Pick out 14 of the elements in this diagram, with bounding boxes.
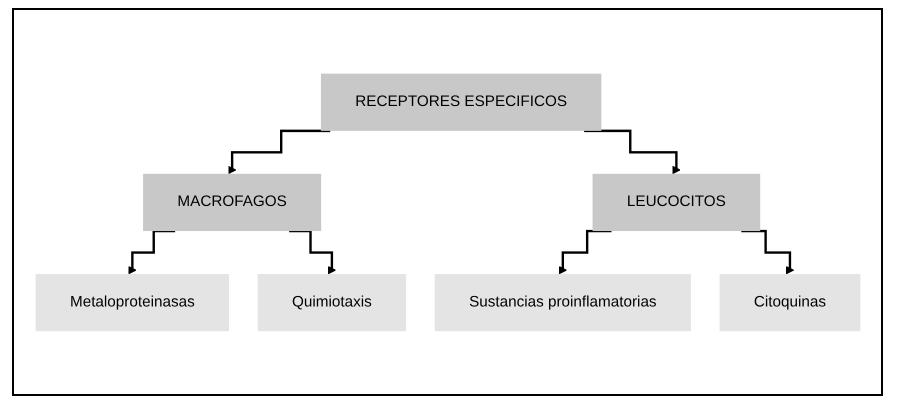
node-box xyxy=(592,173,760,231)
arrow xyxy=(558,229,611,274)
node-box xyxy=(719,274,860,331)
frame-border: RECEPTORES ESPECIFICOS MACROFAGOS LEUCOCITOS Metaloproteinasas Quimiotaxis Sustancias proinflamatorias Citoquinas xyxy=(12,8,883,396)
node-box xyxy=(257,274,406,331)
node-box xyxy=(35,274,229,331)
node-box xyxy=(142,173,321,231)
arrow xyxy=(128,229,175,274)
node-box xyxy=(434,274,690,331)
arrow xyxy=(584,129,680,174)
arrow xyxy=(288,229,336,274)
arrow xyxy=(740,229,794,274)
arrow xyxy=(227,129,330,174)
node-box xyxy=(320,73,601,130)
